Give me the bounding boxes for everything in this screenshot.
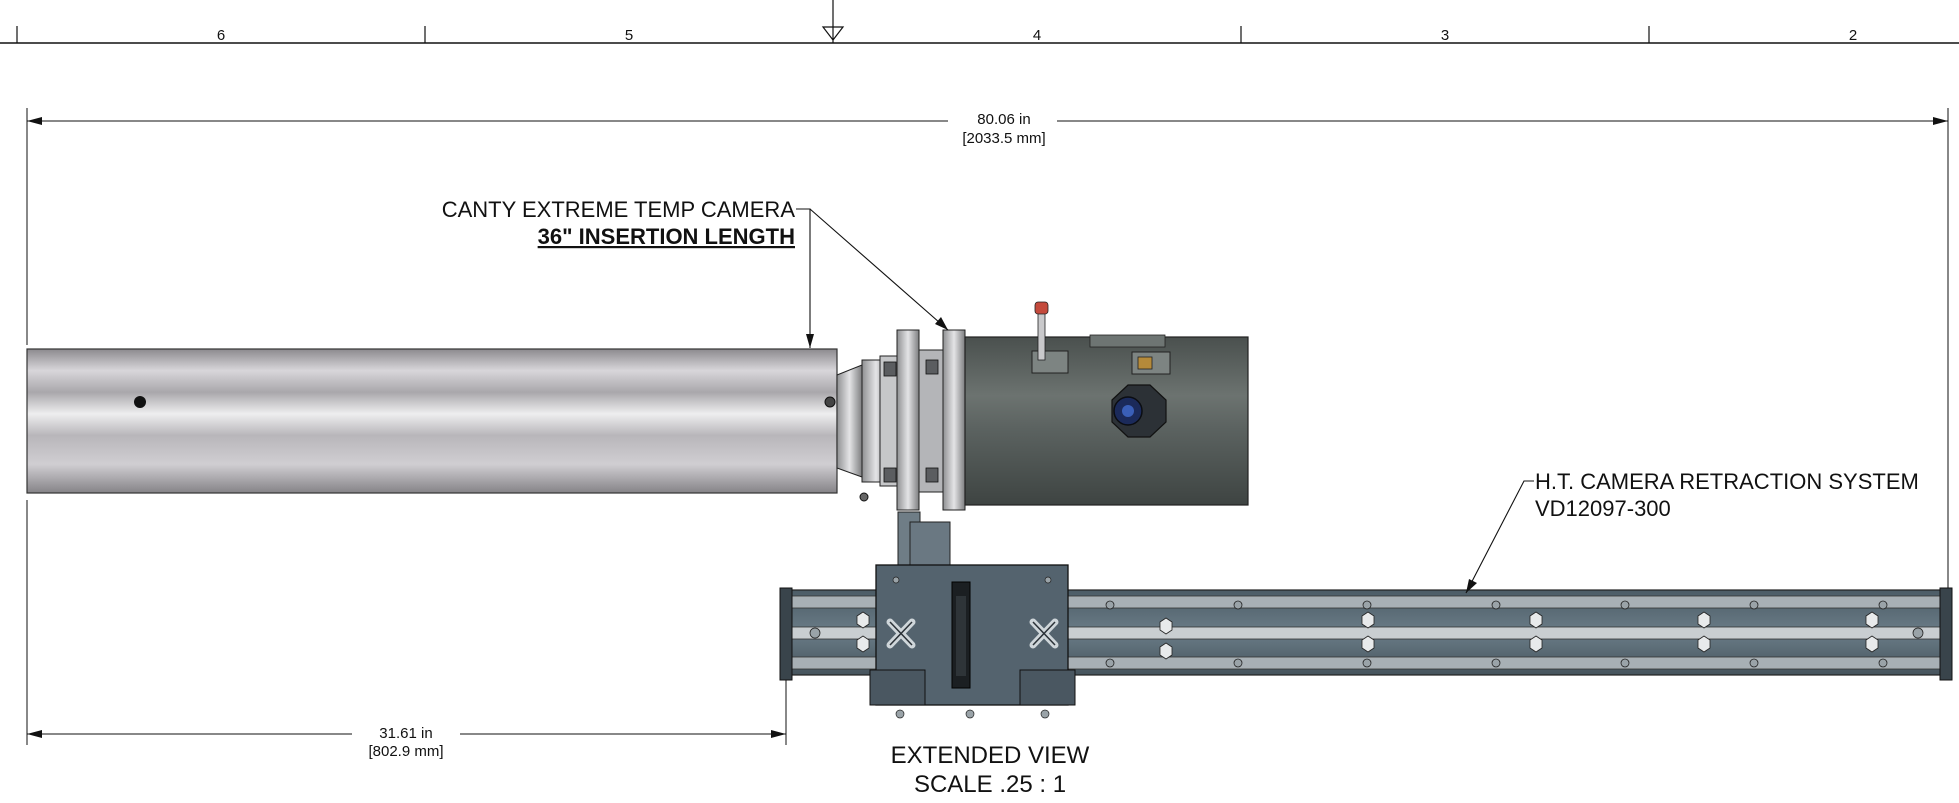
- zone-label: 3: [1441, 27, 1449, 44]
- carriage: [869, 511, 1076, 719]
- overall-dimension: 80.06 in [2033.5 mm]: [26, 108, 1949, 600]
- camera-callout: CANTY EXTREME TEMP CAMERA 36" INSERTION …: [442, 197, 796, 249]
- partial-dimension-inches: 31.61 in: [379, 725, 432, 742]
- partial-dimension-mm: [802.9 mm]: [368, 743, 443, 760]
- retraction-callout-line2: VD12097-300: [1535, 496, 1671, 521]
- centering-mark-icon: [821, 26, 845, 41]
- camera-callout-line2: 36" INSERTION LENGTH: [538, 224, 795, 249]
- zone-label: 4: [1033, 27, 1041, 44]
- flange-coupling: [836, 329, 966, 511]
- zone-label: 5: [625, 27, 633, 44]
- view-scale: SCALE .25 : 1: [914, 771, 1066, 798]
- zone-label: 2: [1849, 27, 1857, 44]
- overall-dimension-inches: 80.06 in: [977, 111, 1030, 128]
- camera-housing: [964, 301, 1249, 506]
- retraction-callout-line1: H.T. CAMERA RETRACTION SYSTEM: [1535, 469, 1919, 494]
- camera-callout-line1: CANTY EXTREME TEMP CAMERA: [442, 197, 796, 222]
- overall-dimension-mm: [2033.5 mm]: [962, 130, 1045, 147]
- zone-strip: 6 5 4 3 2: [0, 0, 1959, 44]
- view-label: EXTENDED VIEW SCALE .25 : 1: [891, 742, 1090, 798]
- partial-dimension: 31.61 in [802.9 mm]: [26, 500, 787, 760]
- leader-lines: [796, 208, 1534, 594]
- zone-label: 6: [217, 27, 225, 44]
- retraction-callout: H.T. CAMERA RETRACTION SYSTEM VD12097-30…: [1535, 469, 1919, 521]
- view-title: EXTENDED VIEW: [891, 742, 1090, 769]
- insertion-tube: [26, 348, 869, 502]
